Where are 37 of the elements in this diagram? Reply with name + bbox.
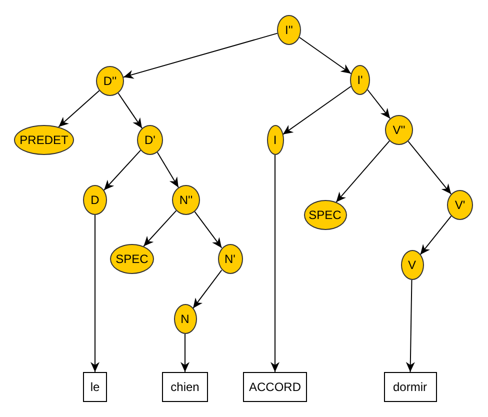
- category-node: D: [83, 185, 107, 215]
- terminal-word-node: chien: [162, 372, 208, 402]
- category-node: SPEC: [304, 200, 346, 230]
- arrow: [156, 152, 179, 188]
- category-node: SPEC: [110, 244, 154, 274]
- category-node: V: [400, 250, 424, 280]
- category-node: V': [447, 190, 473, 220]
- category-node: PREDET: [14, 125, 74, 155]
- arrow: [420, 216, 452, 256]
- category-node: D'': [96, 66, 124, 96]
- arrow: [143, 210, 177, 247]
- category-node: N: [174, 304, 196, 334]
- arrow: [282, 86, 352, 135]
- category-node: I'': [277, 15, 301, 45]
- category-node: N': [218, 244, 242, 274]
- arrow: [118, 92, 142, 129]
- category-node: I: [266, 125, 284, 155]
- arrow: [192, 270, 222, 309]
- arrow: [194, 211, 222, 248]
- arrow: [180, 334, 190, 372]
- arrow: [123, 32, 278, 79]
- terminal-word-node: ACCORD: [243, 372, 307, 402]
- terminal-word-node: le: [83, 372, 107, 402]
- arrow: [104, 150, 142, 191]
- terminal-word-node: dormir: [384, 372, 436, 402]
- category-node: V'': [385, 115, 413, 145]
- arrow: [58, 90, 100, 128]
- arrow: [367, 89, 391, 119]
- arrow: [90, 214, 100, 372]
- category-node: D': [137, 125, 163, 155]
- arrow: [408, 140, 452, 195]
- arrow: [406, 280, 415, 372]
- arrow: [270, 154, 280, 372]
- arrow: [336, 140, 390, 203]
- arrow: [298, 36, 352, 74]
- category-node: I': [350, 65, 370, 95]
- category-node: N'': [172, 185, 200, 215]
